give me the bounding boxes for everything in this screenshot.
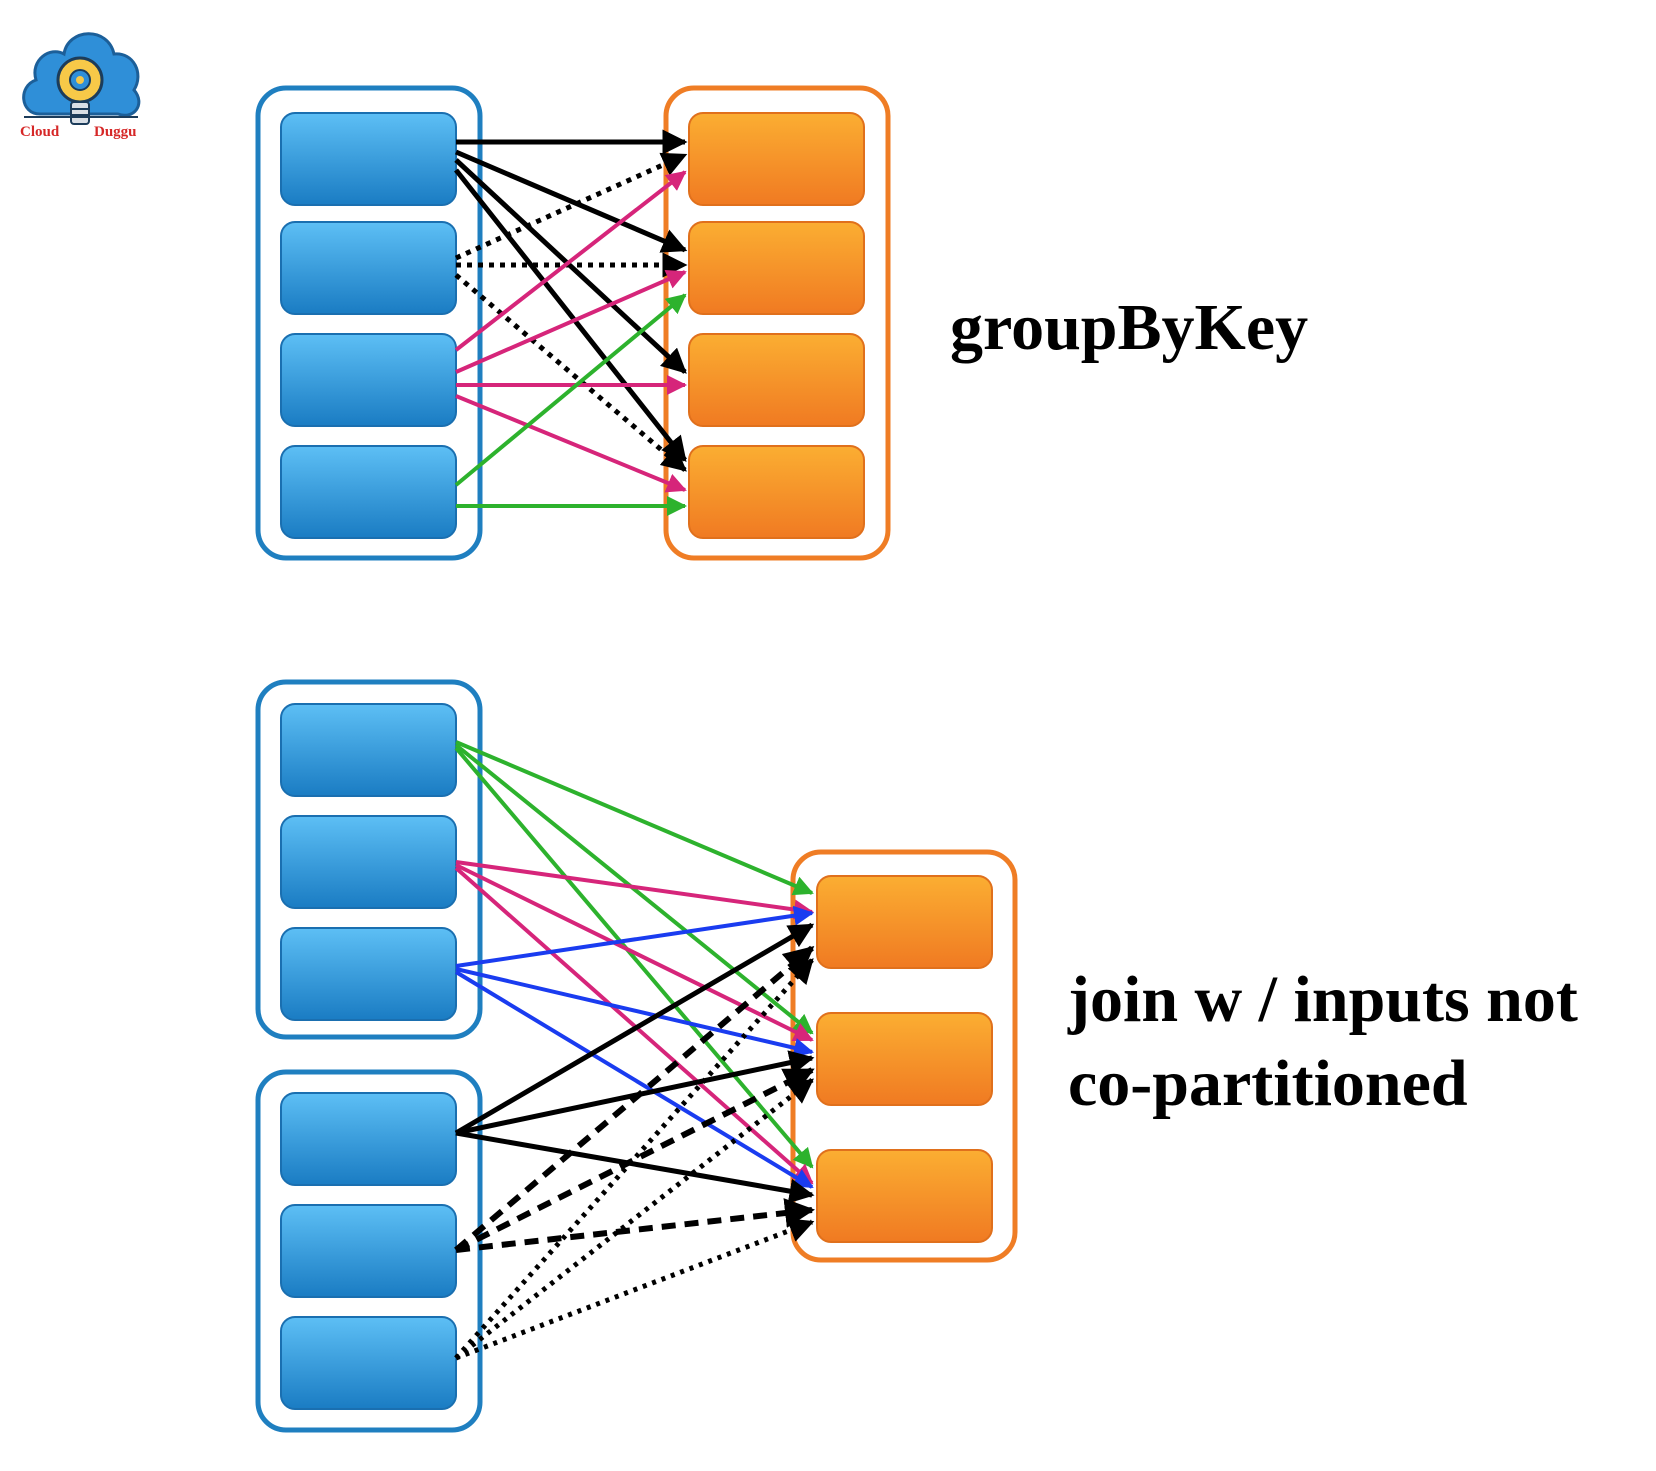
child-partition: [688, 445, 865, 539]
dependency-arrow: [454, 922, 815, 1136]
groupbykey-caption: groupByKey: [950, 291, 1309, 364]
dependency-arrow: [454, 1067, 815, 1253]
child-partition: [816, 875, 993, 969]
child-partition: [816, 1149, 993, 1243]
child-partition: [816, 1012, 993, 1106]
join-section: [255, 679, 1018, 1433]
clouduggu-logo: Cloud Duggu: [20, 32, 141, 140]
parent-partition: [280, 1204, 457, 1298]
dependency-arrow: [455, 394, 687, 493]
dependency-arrow: [455, 1218, 815, 1361]
parent-partition: [280, 1316, 457, 1410]
parent-partition: [280, 221, 457, 315]
cloud-lightbulb-icon: [22, 32, 141, 125]
join-caption-line2: co-partitioned: [1068, 1047, 1468, 1120]
dependency-arrow: [454, 970, 814, 1189]
dependency-arrow: [454, 945, 815, 1253]
child-partition: [688, 112, 865, 206]
dependency-arrow: [455, 1198, 815, 1253]
child-partition: [688, 221, 865, 315]
join-caption: join w / inputs not co-partitioned: [1068, 958, 1578, 1126]
logo-brand-right: Duggu: [94, 124, 137, 140]
dependency-arrow: [455, 149, 688, 253]
parent-partition: [280, 333, 457, 427]
dependency-arrow: [454, 168, 687, 462]
dependency-arrow: [454, 293, 687, 487]
dependency-arrow: [455, 905, 814, 968]
dependency-arrow: [454, 273, 687, 472]
parent-partition: [280, 927, 457, 1021]
parent-partition: [280, 445, 457, 539]
dependency-arrow: [455, 270, 687, 374]
child-partition: [688, 333, 865, 427]
join-caption-line1: join w / inputs not: [1068, 963, 1578, 1036]
logo-brand-left: Cloud: [20, 124, 60, 140]
dependency-arrow: [455, 1130, 815, 1204]
dependency-arrow: [455, 860, 814, 920]
dependency-arrow: [454, 958, 814, 1360]
dependency-arrow: [454, 866, 814, 1185]
parent-partition: [280, 112, 457, 206]
dependency-arrow: [454, 152, 688, 261]
parent-partition: [280, 1092, 457, 1186]
parent-partition: [280, 815, 457, 909]
dependency-arrow: [455, 863, 814, 1042]
parent-partition: [280, 703, 457, 797]
groupbykey-section: [255, 85, 891, 561]
dependency-arrow: [455, 740, 814, 896]
dependency-arrow: [454, 170, 687, 352]
dependency-arrow: [455, 967, 814, 1058]
